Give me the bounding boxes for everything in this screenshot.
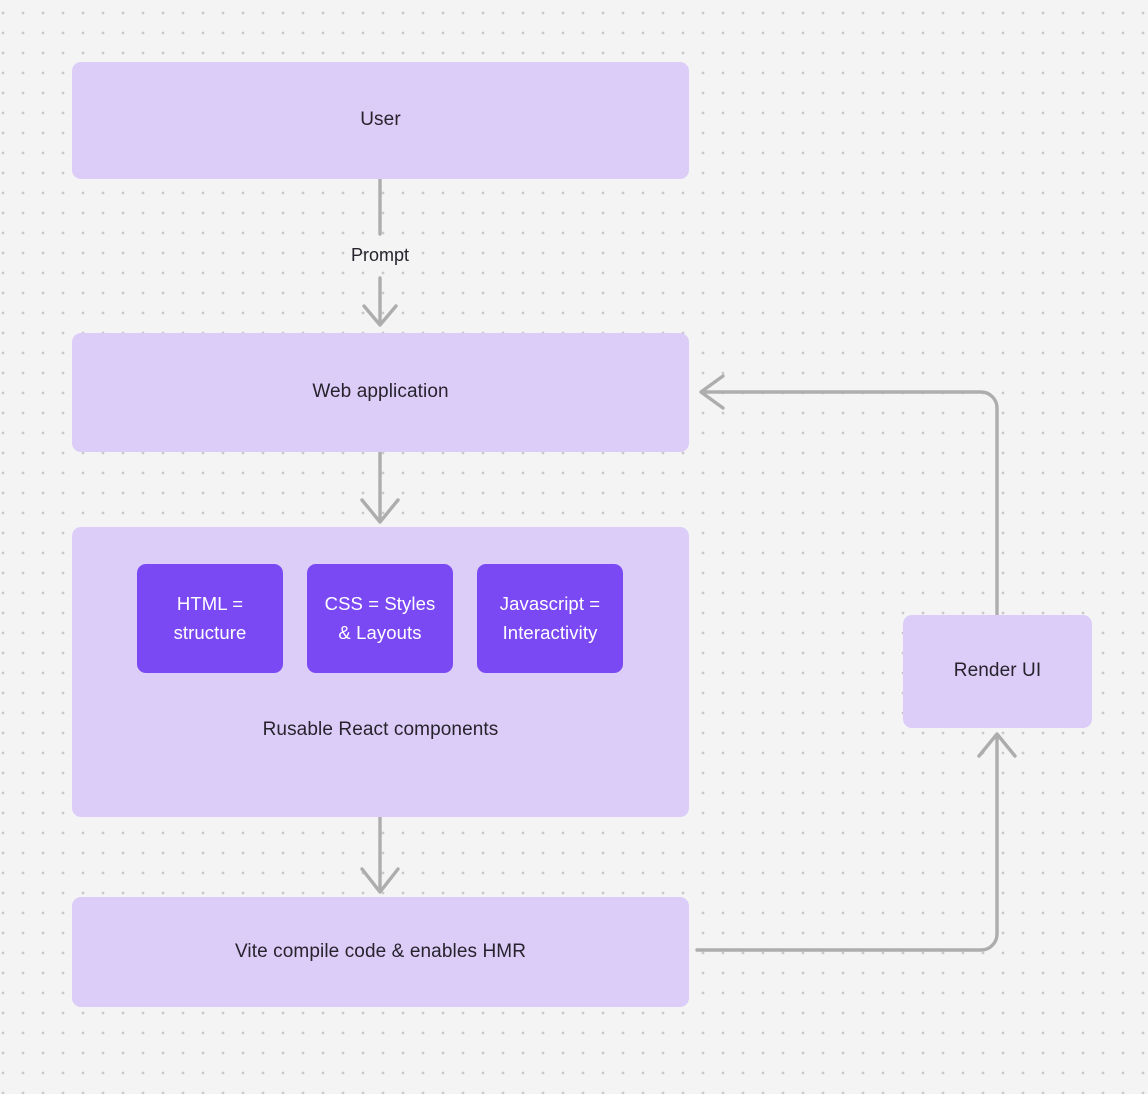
node-stack-container[interactable]: HTML = structure CSS = Styles & Layouts … bbox=[72, 527, 689, 817]
node-vite[interactable]: Vite compile code & enables HMR bbox=[72, 897, 689, 1007]
node-render-ui[interactable]: Render UI bbox=[903, 615, 1092, 728]
chip-css-label: CSS = Styles & Layouts bbox=[324, 592, 436, 643]
node-user-label: User bbox=[360, 109, 401, 131]
node-user[interactable]: User bbox=[72, 62, 689, 179]
node-vite-label: Vite compile code & enables HMR bbox=[234, 940, 527, 962]
chip-javascript[interactable]: Javascript = Interactivity bbox=[477, 564, 623, 673]
chip-css[interactable]: CSS = Styles & Layouts bbox=[307, 564, 453, 673]
chip-javascript-label: Javascript = Interactivity bbox=[499, 592, 601, 643]
node-web-application-label: Web application bbox=[312, 381, 449, 403]
node-render-ui-label: Render UI bbox=[953, 660, 1042, 682]
edge-stack-to-vite bbox=[360, 815, 400, 894]
node-web-application[interactable]: Web application bbox=[72, 333, 689, 452]
chip-html[interactable]: HTML = structure bbox=[137, 564, 283, 673]
edge-web-application-to-stack bbox=[360, 450, 400, 524]
edge-render-ui-to-web-application bbox=[699, 374, 999, 616]
stack-container-caption: Rusable React components bbox=[262, 719, 499, 740]
edge-label-prompt: Prompt bbox=[350, 245, 410, 265]
chip-html-label: HTML = structure bbox=[173, 592, 247, 643]
edge-vite-to-render-ui bbox=[695, 732, 1017, 952]
